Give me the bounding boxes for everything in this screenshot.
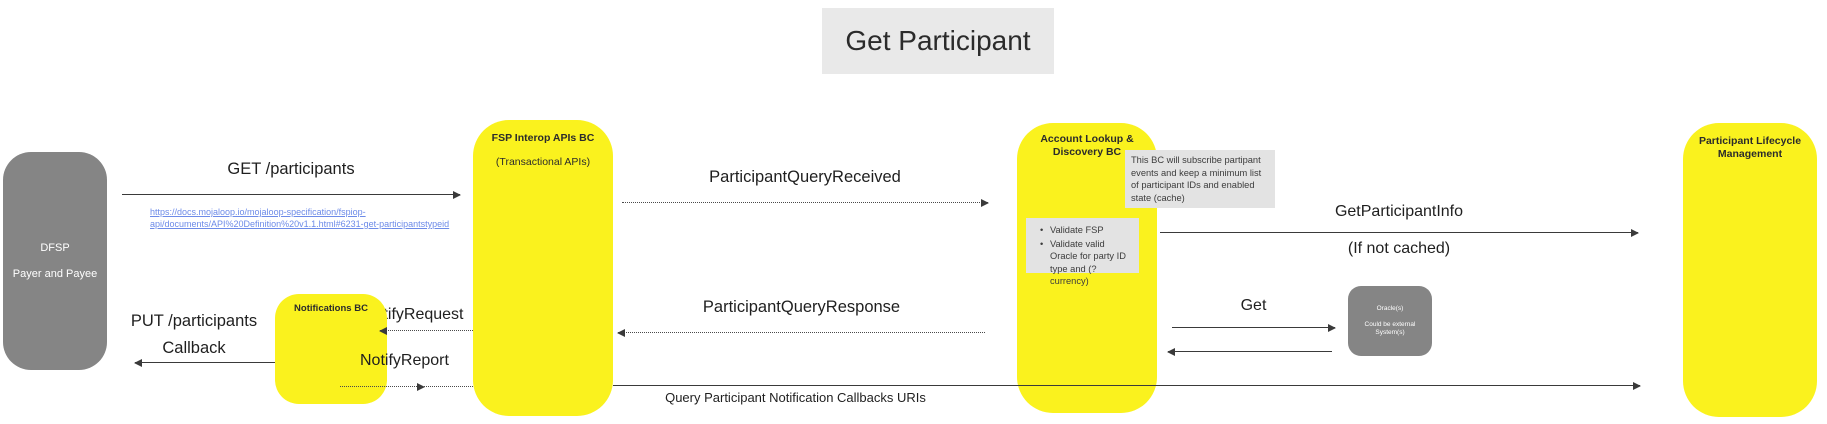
- note-validate-list: Validate FSP Validate valid Oracle for p…: [1032, 224, 1133, 288]
- actor-fsp-interop[interactable]: FSP Interop APIs BC (Transactional APIs): [473, 120, 613, 416]
- label-participant-query-response: ParticipantQueryResponse: [702, 298, 901, 316]
- arrow-get-participant-info: [1160, 228, 1639, 237]
- arrowhead-right-icon: [1633, 381, 1641, 390]
- label-get-participants: GET /participants: [227, 160, 355, 178]
- actor-oracle-subtitle: Could be external System(s): [1364, 321, 1416, 336]
- actor-fsp-interop-name: FSP Interop APIs BC: [491, 132, 595, 144]
- arrowhead-left-icon: [379, 326, 387, 335]
- arrowhead-right-icon: [417, 382, 425, 391]
- actor-dfsp-name: DFSP: [40, 242, 70, 254]
- arrow-notify-report: [340, 382, 473, 391]
- arrowhead-left-icon: [1167, 347, 1175, 356]
- arrow-notify-request: [379, 326, 473, 335]
- arrow-get-oracle-return: [1167, 347, 1332, 356]
- actor-notifications-name: Notifications BC: [294, 303, 368, 314]
- label-put-participants-line1: PUT /participants: [130, 312, 258, 330]
- note-cache-text: This BC will subscribe partipant events …: [1131, 155, 1262, 203]
- arrow-participant-query-response: [617, 328, 985, 337]
- label-participant-query-received: ParticipantQueryReceived: [709, 168, 901, 186]
- spec-link[interactable]: https://docs.mojaloop.io/mojaloop-specif…: [150, 206, 449, 230]
- actor-dfsp[interactable]: DFSP Payer and Payee: [3, 152, 107, 370]
- label-query-callbacks: Query Participant Notification Callbacks…: [665, 390, 926, 405]
- note-validate-item: Validate FSP: [1040, 224, 1133, 237]
- arrowhead-right-icon: [981, 198, 989, 207]
- arrow-query-callbacks: [613, 381, 1641, 390]
- actor-oracle-name: Oracle(s): [1376, 305, 1404, 312]
- label-if-not-cached: (If not cached): [1347, 240, 1451, 257]
- actor-participant-lifecycle[interactable]: Participant Lifecycle Management: [1683, 123, 1817, 417]
- arrowhead-left-icon: [617, 328, 625, 337]
- label-put-participants-callback: PUT /participants Callback: [113, 308, 275, 362]
- arrowhead-left-icon: [134, 358, 142, 367]
- spec-link-line1: https://docs.mojaloop.io/mojaloop-specif…: [150, 207, 366, 217]
- arrow-put-participants-callback: [134, 358, 275, 367]
- actor-dfsp-subtitle: Payer and Payee: [12, 268, 98, 280]
- label-get-participant-info: GetParticipantInfo: [1334, 203, 1464, 220]
- arrow-get-oracle: [1172, 323, 1336, 332]
- arrowhead-right-icon: [1328, 323, 1336, 332]
- note-validate[interactable]: Validate FSP Validate valid Oracle for p…: [1026, 218, 1139, 286]
- label-notify-report: NotifyReport: [360, 352, 449, 369]
- diagram-title: Get Participant: [845, 25, 1031, 56]
- actor-account-lookup-name: Account Lookup & Discovery BC: [1040, 133, 1134, 158]
- label-put-participants-line2: Callback: [162, 339, 226, 357]
- actor-notifications[interactable]: Notifications BC: [275, 294, 387, 404]
- note-validate-item: Validate valid Oracle for party ID type …: [1040, 238, 1133, 288]
- note-cache[interactable]: This BC will subscribe partipant events …: [1125, 150, 1275, 208]
- diagram-title-box[interactable]: Get Participant: [822, 8, 1054, 74]
- actor-participant-lifecycle-name: Participant Lifecycle Management: [1698, 135, 1802, 160]
- label-get: Get: [1240, 297, 1267, 314]
- arrowhead-right-icon: [1631, 228, 1639, 237]
- actor-fsp-interop-subtitle: (Transactional APIs): [495, 156, 591, 168]
- arrow-get-participants: [122, 190, 461, 199]
- label-notify-request: NotifyRequest: [363, 306, 464, 323]
- arrowhead-right-icon: [453, 190, 461, 199]
- actor-oracle[interactable]: Oracle(s) Could be external System(s): [1348, 286, 1432, 356]
- spec-link-line2: api/documents/API%20Definition%20v1.1.ht…: [150, 219, 450, 229]
- arrow-participant-query-received: [622, 198, 989, 207]
